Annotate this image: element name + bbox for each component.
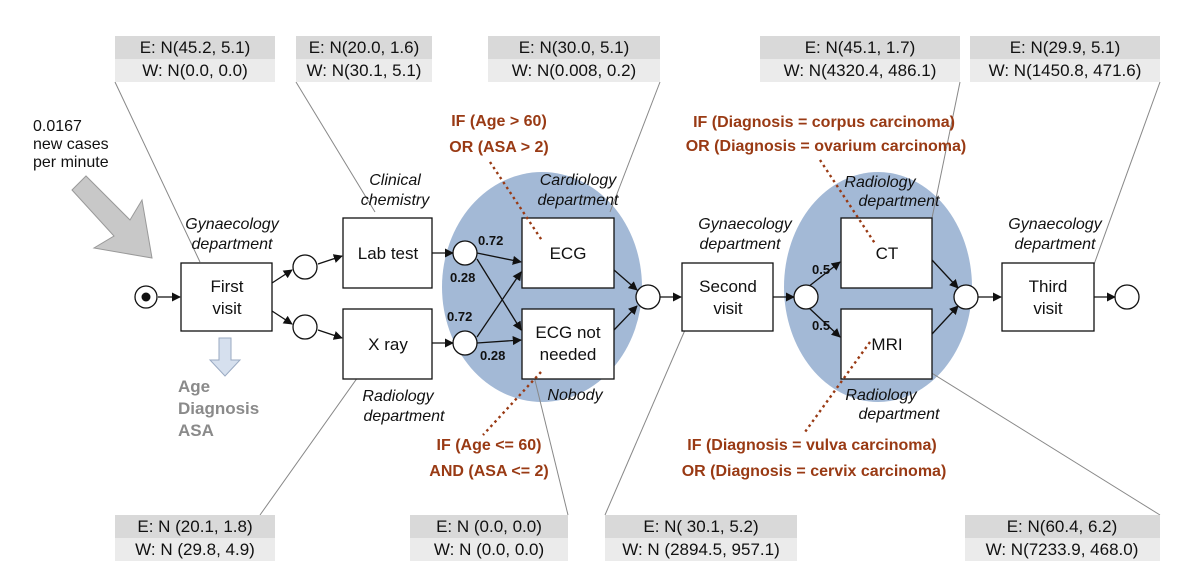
arrival-arrow: [71, 175, 153, 259]
activity-second-visit: Second: [699, 277, 757, 296]
prob-xray-ecg: 0.72: [447, 309, 472, 324]
activity-x-ray: X ray: [368, 335, 408, 354]
stat-e-first-visit: E: N(45.2, 5.1): [140, 38, 251, 57]
dept-clinical-chemistry-line2: chemistry: [361, 192, 430, 209]
prob-lab-ecg: 0.72: [478, 233, 503, 248]
condition-ecg-line1: IF (Age > 60): [451, 113, 547, 130]
stat-w-ecg: W: N(0.008, 0.2): [512, 61, 636, 80]
dept-radiology-2-line2: department: [859, 193, 940, 210]
stat-e-ecg: E: N(30.0, 5.1): [519, 38, 630, 57]
stat-box-lab-test: E: N(20.0, 1.6) W: N(30.1, 5.1): [296, 36, 432, 82]
condition-mri-line2: OR (Diagnosis = cervix carcinoma): [682, 463, 947, 480]
condition-mri-line1: IF (Diagnosis = vulva carcinoma): [687, 437, 936, 454]
stat-e-ecg-not-needed: E: N (0.0, 0.0): [436, 517, 542, 536]
stat-e-mri: E: N(60.4, 6.2): [1007, 517, 1118, 536]
stat-w-second-visit: W: N (2894.5, 957.1): [622, 540, 780, 559]
activity-third-visit-line2: visit: [1033, 299, 1063, 318]
stat-e-x-ray: E: N (20.1, 1.8): [137, 517, 252, 536]
stat-w-third-visit: W: N(1450.8, 471.6): [989, 61, 1142, 80]
activity-mri: MRI: [871, 335, 902, 354]
stat-e-third-visit: E: N(29.9, 5.1): [1010, 38, 1121, 57]
attribute-diagnosis: Diagnosis: [178, 399, 259, 418]
stat-leader-lines: [114, 81, 1161, 516]
condition-leaders: [482, 159, 878, 436]
condition-ecg-line2: OR (ASA > 2): [449, 139, 548, 156]
stat-box-ecg-not-needed: E: N (0.0, 0.0) W: N (0.0, 0.0): [410, 515, 568, 561]
stat-box-third-visit: E: N(29.9, 5.1) W: N(1450.8, 471.6): [970, 36, 1160, 82]
places: [134, 240, 1140, 356]
activity-ecg: ECG: [550, 244, 587, 263]
stat-box-first-visit: E: N(45.2, 5.1) W: N(0.0, 0.0): [115, 36, 275, 82]
attribute-age: Age: [178, 377, 210, 396]
stat-w-x-ray: W: N (29.8, 4.9): [135, 540, 255, 559]
stat-w-first-visit: W: N(0.0, 0.0): [142, 61, 248, 80]
prob-lab-not: 0.28: [450, 270, 475, 285]
stat-e-lab-test: E: N(20.0, 1.6): [309, 38, 420, 57]
attribute-arrow: [208, 337, 242, 377]
stat-box-mri: E: N(60.4, 6.2) W: N(7233.9, 468.0): [965, 515, 1160, 561]
activity-first-visit: First: [210, 277, 243, 296]
dept-gynaecology-3-line2: department: [1015, 236, 1096, 253]
activity-boxes: [180, 217, 1095, 380]
activity-ct: CT: [876, 244, 899, 263]
arrival-rate-line3: per minute: [33, 154, 109, 171]
activity-ecg-not-needed-line2: needed: [540, 345, 597, 364]
activity-ecg-not-needed: ECG not: [535, 323, 600, 342]
arrival-rate: 0.0167: [33, 118, 82, 135]
condition-ecg-not-line1: IF (Age <= 60): [437, 437, 542, 454]
dept-gynaecology-3: Gynaecology: [1008, 216, 1102, 233]
condition-ct-line1: IF (Diagnosis = corpus carcinoma): [693, 114, 955, 131]
stat-w-mri: W: N(7233.9, 468.0): [986, 540, 1139, 559]
stat-w-ecg-not-needed: W: N (0.0, 0.0): [434, 540, 544, 559]
dept-cardiology-line2: department: [538, 192, 619, 209]
dept-radiology-1-line2: department: [364, 408, 445, 425]
stat-e-second-visit: E: N( 30.1, 5.2): [643, 517, 758, 536]
prob-xray-not: 0.28: [480, 348, 505, 363]
dept-nobody: Nobody: [547, 387, 603, 404]
stat-w-ct: W: N(4320.4, 486.1): [784, 61, 937, 80]
prob-mri: 0.5: [812, 318, 830, 333]
activity-third-visit: Third: [1029, 277, 1068, 296]
arrival-rate-line2: new cases: [33, 136, 109, 153]
activity-first-visit-line2: visit: [212, 299, 242, 318]
start-token: [141, 292, 151, 302]
dept-radiology-2: Radiology: [844, 174, 916, 191]
dept-gynaecology-2: Gynaecology: [698, 216, 792, 233]
activity-lab-test: Lab test: [358, 244, 419, 263]
stat-e-ct: E: N(45.1, 1.7): [805, 38, 916, 57]
condition-ct-line2: OR (Diagnosis = ovarium carcinoma): [686, 138, 967, 155]
dept-cardiology: Cardiology: [540, 172, 617, 189]
stat-box-ecg: E: N(30.0, 5.1) W: N(0.008, 0.2): [488, 36, 660, 82]
dept-gynaecology-1-line2: department: [192, 236, 273, 253]
prob-ct: 0.5: [812, 262, 830, 277]
dept-clinical-chemistry: Clinical: [369, 172, 421, 189]
dept-radiology-3-line2: department: [859, 406, 940, 423]
stat-box-ct: E: N(45.1, 1.7) W: N(4320.4, 486.1): [760, 36, 960, 82]
stat-box-x-ray: E: N (20.1, 1.8) W: N (29.8, 4.9): [115, 515, 275, 561]
condition-ecg-not-line2: AND (ASA <= 2): [429, 463, 548, 480]
dept-radiology-1: Radiology: [362, 388, 434, 405]
attribute-asa: ASA: [178, 421, 214, 440]
stat-w-lab-test: W: N(30.1, 5.1): [307, 61, 422, 80]
dept-gynaecology-2-line2: department: [700, 236, 781, 253]
activity-second-visit-line2: visit: [713, 299, 743, 318]
arcs: [158, 248, 1116, 348]
stat-box-second-visit: E: N( 30.1, 5.2) W: N (2894.5, 957.1): [605, 515, 797, 561]
dept-gynaecology-1: Gynaecology: [185, 216, 279, 233]
dept-radiology-3: Radiology: [845, 387, 917, 404]
